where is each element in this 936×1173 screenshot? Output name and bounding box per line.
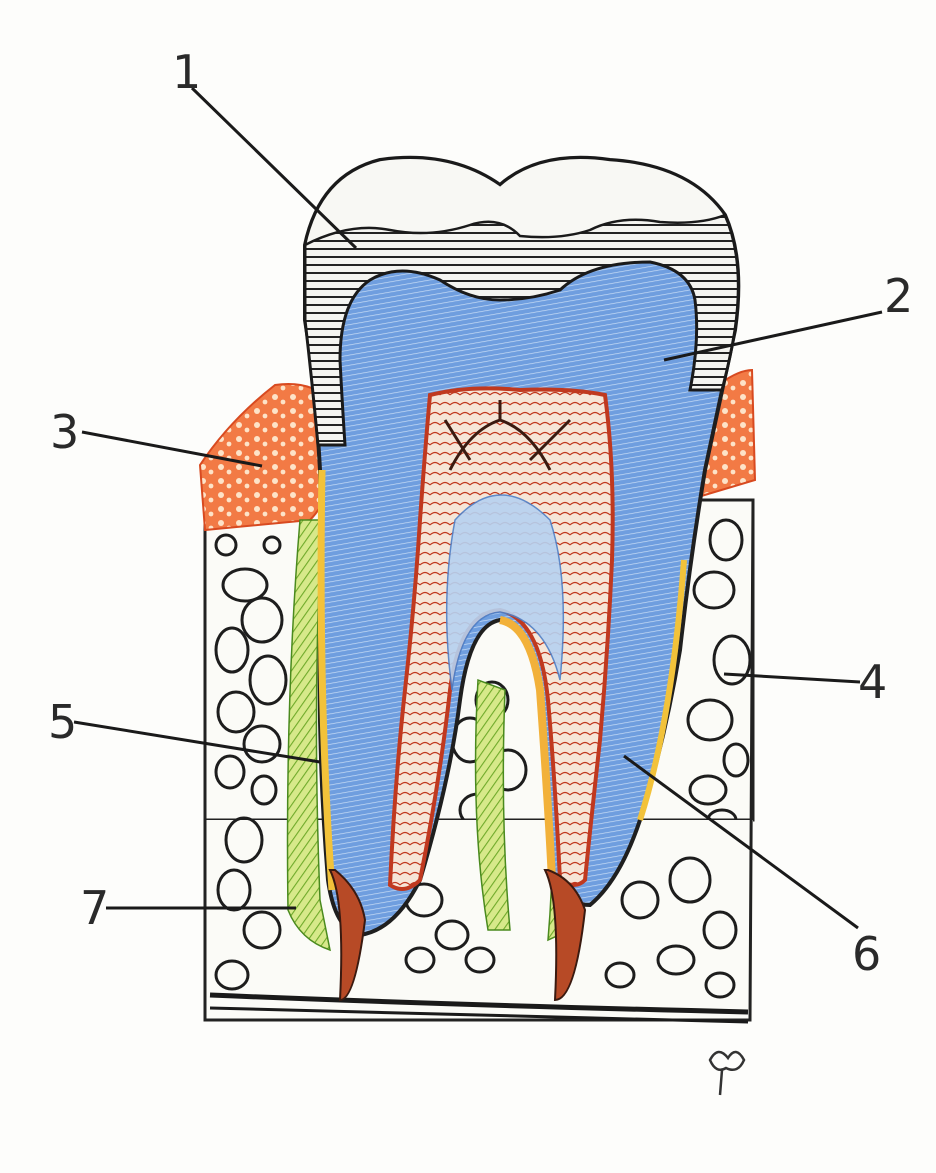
- callout-3: 3: [50, 405, 79, 459]
- callout-2: 2: [884, 269, 913, 323]
- callout-1: 1: [172, 45, 201, 99]
- callout-4: 4: [858, 655, 887, 709]
- callout-7: 7: [80, 881, 109, 935]
- artist-signature: [710, 1052, 744, 1095]
- leader-line-1: [192, 88, 356, 248]
- callout-6: 6: [852, 927, 881, 981]
- callout-5: 5: [48, 695, 77, 749]
